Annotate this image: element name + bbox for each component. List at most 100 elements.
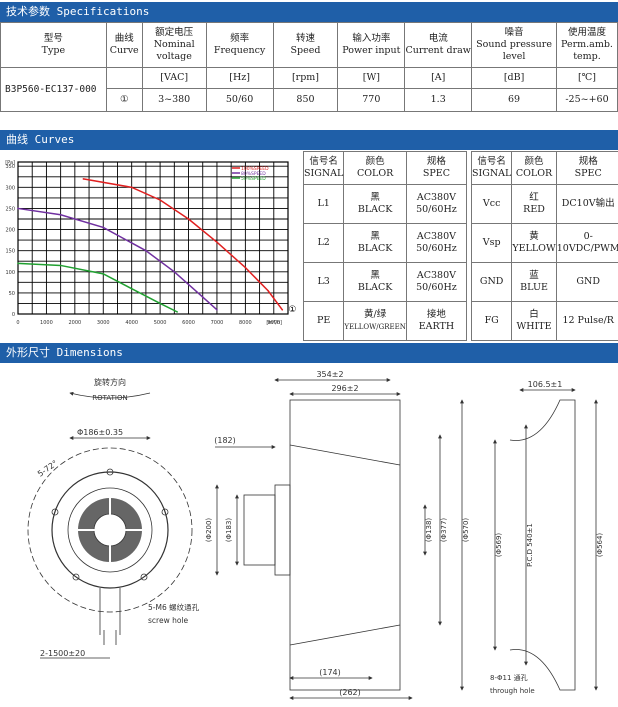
series-point [17,207,19,210]
series-line [17,262,178,313]
dim-d377: (Φ377) [440,518,448,543]
series-point [102,226,105,229]
cable-length: 2-1500±20 [40,649,85,658]
series-point [159,302,161,305]
dim-354: 354±2 [316,370,343,379]
series-line [83,178,283,311]
series-point [176,311,178,313]
y-tick-label: 200 [5,228,15,234]
x-tick-label: 5000 [154,320,167,326]
spec-unit-row: B3P560-EC137-000 [VAC] [Hz] [rpm] [W] [A… [0,67,618,112]
dim-d183: (Φ183) [225,518,233,543]
series-point [145,249,147,252]
series-point [159,199,161,201]
series-point [216,241,218,244]
x-tick-label: 3000 [97,320,110,326]
curve-marker: ① [288,305,296,315]
series-point [281,308,284,311]
right-view: 106.5±1 (Φ569) P.C.D 540±1 (Φ564) 8-Φ11 … [490,380,604,695]
front-view: 旋转方向 ROTATION Φ186±0.35 5-72° 5-M6 螺纹通孔 … [27,377,200,659]
series-point [82,178,85,180]
side-view: 354±2 296±2 (182) (Φ200) (Φ183) (Φ138) (… [205,370,470,700]
section-dims-title: 外形尺寸 Dimensions [0,343,618,363]
dim-d186: Φ186±0.35 [77,428,123,437]
y-tick-label: 150 [5,249,15,255]
section-curves-title: 曲线 Curves [0,130,618,150]
screw-label-en: screw hole [148,616,189,625]
plot-area [17,161,289,315]
hole-label-en: through hole [490,687,535,695]
legend-label: 80%SPEED [241,171,266,177]
y-tick-label: 0 [12,312,15,318]
series-point [130,287,133,290]
x-tick-label: 8000 [239,320,252,326]
y-tick-label: 350 [5,164,15,170]
performance-chart: 0 1000 2000 3000 4000 5000 6000 7000 8000 9000 0 50… [5,160,296,326]
dim-d569: (Φ569) [495,533,503,558]
series-point [59,264,62,267]
hole-label: 8-Φ11 通孔 [490,673,528,682]
series-point [17,262,19,265]
series-point [267,289,269,292]
x-axis-label: [m³/h] [266,320,282,326]
y-tick-label: 50 [9,291,15,297]
dim-d200: (Φ200) [205,518,213,543]
x-tick-label: 0 [16,320,19,326]
dim-296: 296±2 [331,384,358,393]
x-tick-label: 4000 [125,320,138,326]
dim-d564: (Φ564) [596,533,604,558]
series-point [244,266,247,269]
dim-106: 106.5±1 [528,380,563,389]
dimension-drawing: 旋转方向 ROTATION Φ186±0.35 5-72° 5-M6 螺纹通孔 … [27,370,604,700]
dim-pcd: P.C.D 540±1 [526,523,534,567]
dim-182: (182) [214,436,236,445]
legend-label: 100%SPEED [241,166,269,172]
x-tick-label: 7000 [211,320,224,326]
x-tick-label: 2000 [68,320,81,326]
series-point [187,218,190,220]
x-tick-label: 6000 [182,320,195,326]
series-point [130,186,133,189]
series-point [216,308,218,311]
series-point [102,273,105,275]
series-point [59,213,62,216]
dim-d570: (Φ570) [462,518,470,543]
series-point [173,270,176,273]
y-axis-label: [Pa] [5,160,15,166]
type-cell: B3P560-EC137-000 [0,67,107,112]
y-tick-label: 300 [5,185,15,191]
legend-label: 50%SPEED [241,176,266,182]
screw-label: 5-M6 螺纹通孔 [148,602,200,612]
section-specs-title: 技术参数 Specifications [0,2,618,22]
dim-262: (262) [339,688,361,697]
dim-d138: (Φ138) [425,518,433,543]
y-tick-label: 250 [5,206,15,212]
x-tick-label: 9000 [267,320,280,326]
rotation-label: 旋转方向 [94,377,126,387]
y-tick-label: 100 [5,270,15,276]
series-point [201,296,204,298]
x-tick-label: 1000 [40,320,53,326]
dim-174: (174) [319,668,341,677]
